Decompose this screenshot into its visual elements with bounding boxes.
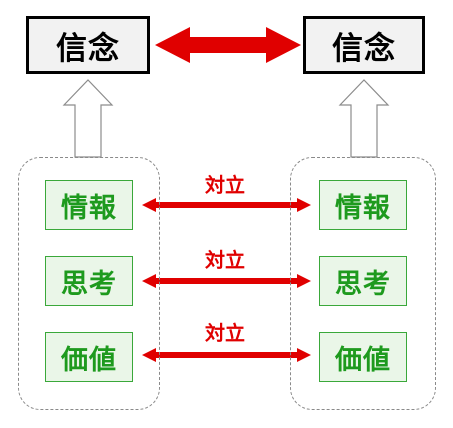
thought-opposition-arrow xyxy=(142,274,311,288)
left-group-frame xyxy=(18,157,160,410)
left-item-thought: 思考 xyxy=(45,256,133,306)
left-belief-label: 信念 xyxy=(56,30,120,67)
right-item-info: 情報 xyxy=(319,180,407,230)
value-opposition-label: 対立 xyxy=(205,321,245,345)
info-opposition-label: 対立 xyxy=(205,173,245,197)
left-belief-box: 信念 xyxy=(26,16,150,74)
left-item-value-label: 価値 xyxy=(61,344,117,376)
info-opposition-arrow xyxy=(142,198,311,212)
belief-opposition-arrow xyxy=(155,27,301,63)
left-item-info: 情報 xyxy=(45,180,133,230)
left-item-thought-label: 思考 xyxy=(61,268,117,300)
right-belief-label: 信念 xyxy=(332,30,396,67)
right-belief-box: 信念 xyxy=(303,16,425,74)
left-item-value: 価値 xyxy=(45,332,133,382)
right-item-value: 価値 xyxy=(319,332,407,382)
right-item-info-label: 情報 xyxy=(335,192,391,224)
right-item-thought-label: 思考 xyxy=(335,268,391,300)
right-item-value-label: 価値 xyxy=(335,344,391,376)
right-group-frame xyxy=(290,157,436,410)
right-up-arrow xyxy=(338,79,390,158)
left-up-arrow xyxy=(62,79,114,158)
value-opposition-arrow xyxy=(142,348,311,362)
right-item-thought: 思考 xyxy=(319,256,407,306)
left-item-info-label: 情報 xyxy=(61,192,117,224)
thought-opposition-label: 対立 xyxy=(205,248,245,272)
